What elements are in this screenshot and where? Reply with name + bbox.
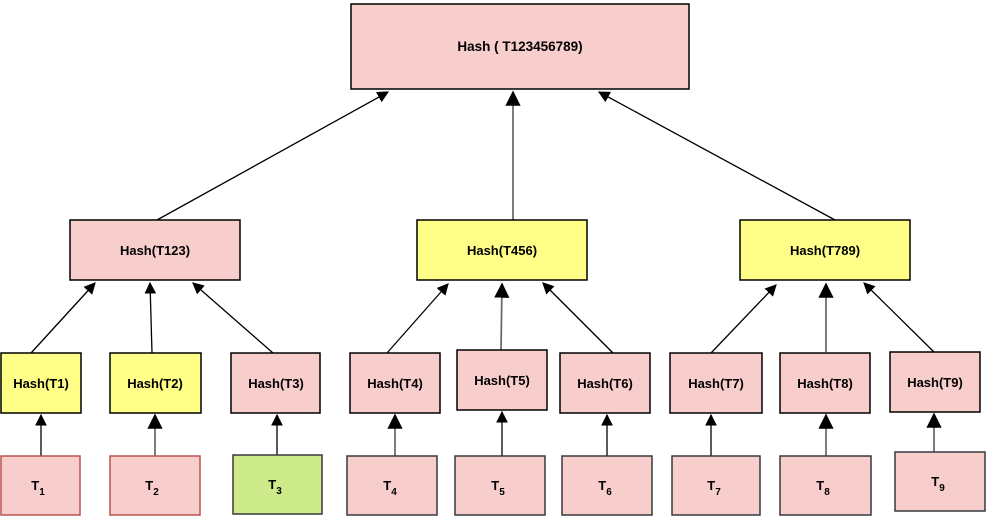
node-t5-box [454, 455, 546, 516]
node-hash-t7: Hash(T7) [669, 352, 763, 414]
node-hash-t4-label: Hash(T4) [367, 376, 423, 391]
edge-hash-t7-to-hash-t789 [710, 284, 777, 354]
node-hash-t123-label: Hash(T123) [120, 243, 190, 258]
node-hash-t789-box [739, 219, 911, 281]
edge-hash-t9-to-hash-t789 [863, 282, 935, 353]
node-hash-t123: Hash(T123) [69, 219, 241, 281]
node-t6-box [561, 455, 653, 516]
node-t5: T5 [454, 455, 546, 516]
node-t4-box [346, 455, 438, 516]
node-root-hash: Hash ( T123456789) [350, 3, 690, 90]
node-hash-t6: Hash(T6) [559, 352, 651, 414]
node-hash-t2: Hash(T2) [109, 352, 202, 414]
node-hash-t456: Hash(T456) [416, 219, 588, 281]
node-hash-t6-box [559, 352, 651, 414]
node-hash-t7-label: Hash(T7) [688, 376, 744, 391]
node-hash-t123-box [69, 219, 241, 281]
node-t9-label: T9 [931, 474, 945, 494]
node-hash-t456-box [416, 219, 588, 281]
node-hash-t8-box [779, 352, 871, 414]
node-hash-t9-box [889, 351, 981, 413]
node-hash-t5-box [456, 349, 548, 411]
node-hash-t1: Hash(T1) [0, 352, 82, 414]
node-hash-t7-box [669, 352, 763, 414]
node-t6-label: T6 [598, 478, 612, 498]
node-t4: T4 [346, 455, 438, 516]
node-hash-t3: Hash(T3) [230, 352, 321, 414]
node-t2-label: T2 [145, 478, 159, 498]
node-t3-label: T3 [268, 477, 282, 497]
node-hash-t3-box [230, 352, 321, 414]
edge-hash-t4-to-hash-t456 [386, 283, 449, 354]
node-hash-t4-box [349, 352, 441, 414]
node-hash-t5: Hash(T5) [456, 349, 548, 411]
node-root-hash-label: Hash ( T123456789) [457, 39, 582, 54]
node-t1-box [0, 455, 81, 516]
node-t7: T7 [671, 455, 761, 516]
node-hash-t1-box [0, 352, 82, 414]
node-t8: T8 [779, 455, 872, 516]
node-hash-t8-label: Hash(T8) [797, 376, 853, 391]
node-hash-t456-label: Hash(T456) [467, 243, 537, 258]
edge-hash-t5-to-hash-t456 [494, 282, 510, 351]
node-hash-t8: Hash(T8) [779, 352, 871, 414]
node-t8-label: T8 [816, 478, 830, 498]
node-t8-box [779, 455, 872, 516]
node-t4-label: T4 [383, 478, 397, 498]
node-hash-t9-label: Hash(T9) [907, 375, 963, 390]
edge-hash-t3-to-hash-t123 [192, 282, 274, 354]
node-t7-label: T7 [707, 478, 721, 498]
node-hash-t789-label: Hash(T789) [790, 243, 860, 258]
node-hash-t6-label: Hash(T6) [577, 376, 633, 391]
node-hash-t9: Hash(T9) [889, 351, 981, 413]
node-hash-t4: Hash(T4) [349, 352, 441, 414]
node-t7-box [671, 455, 761, 516]
node-t9-box [894, 451, 986, 512]
node-t3-box [232, 454, 323, 515]
node-t2: T2 [109, 455, 201, 516]
edge-hash-t2-to-hash-t123 [144, 281, 157, 354]
node-t6: T6 [561, 455, 653, 516]
edge-hash-t123-to-root [156, 91, 390, 221]
edge-hash-t789-to-root [597, 91, 836, 221]
node-hash-t789: Hash(T789) [739, 219, 911, 281]
node-t1-label: T1 [31, 478, 45, 498]
node-t9: T9 [894, 451, 986, 512]
node-t5-label: T5 [491, 478, 505, 498]
node-t1: T1 [0, 455, 81, 516]
node-hash-t2-box [109, 352, 202, 414]
node-root-hash-box [350, 3, 690, 90]
node-hash-t3-label: Hash(T3) [248, 376, 304, 391]
node-t3: T3 [232, 454, 323, 515]
node-hash-t1-label: Hash(T1) [13, 376, 69, 391]
edge-hash-t6-to-hash-t456 [542, 282, 614, 354]
edge-hash-t1-to-hash-t123 [30, 282, 96, 354]
node-t2-box [109, 455, 201, 516]
node-hash-t5-label: Hash(T5) [474, 373, 530, 388]
node-hash-t2-label: Hash(T2) [127, 376, 183, 391]
